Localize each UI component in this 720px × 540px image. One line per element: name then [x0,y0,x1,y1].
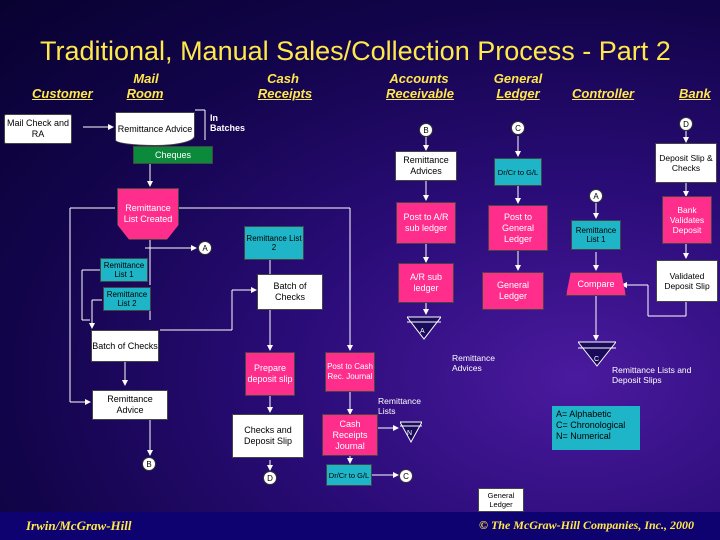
general-ledger-bottom-doc: General Ledger [478,488,524,512]
in-batches-label: In Batches [210,113,246,133]
post-to-general-ledger-process: Post to General Ledger [488,205,548,251]
column-gl-line1: General [493,71,543,86]
bank-validates-deposit-process: Bank Validates Deposit [662,196,712,244]
file-chronological-triangle [578,341,616,367]
connector-a-controller: A [589,189,603,203]
batch-of-checks-mailroom: Batch of Checks [91,330,159,362]
batch-of-checks-cash: Batch of Checks [257,274,323,310]
connector-c-gl: C [511,121,525,135]
cheques-doc: Cheques [133,146,213,164]
checks-and-deposit-slip: Checks and Deposit Slip [232,414,304,458]
column-bank: Bank [679,86,711,101]
column-customer: Customer [32,86,93,101]
footer-publisher: Irwin/McGraw-Hill [26,518,132,533]
connector-b-ar: B [419,123,433,137]
legend: A= Alphabetic C= Chronological N= Numeri… [552,406,640,450]
general-ledger-doc: General Ledger [482,272,544,310]
cash-receipts-journal-doc: Cash Receipts Journal [322,414,378,456]
column-mail-room: Room [126,86,164,101]
column-general-ledger: Ledger [496,86,540,101]
drcr-to-gl-doc: Dr/Cr to G/L [494,158,542,186]
post-to-ar-sub-ledger-process: Post to A/R sub ledger [396,202,456,244]
file-a-label: A [420,328,425,335]
legend-chronological: C= Chronological [556,420,626,430]
remittance-advice-mailroom: Remittance Advice [92,390,168,420]
remittance-lists-label: Remittance Lists [378,396,421,416]
remittance-advices-file-label: Remittance Advices [452,353,495,373]
remittance-list-2-cash: Remittance List 2 [244,226,304,260]
remittance-advices-ar: Remittance Advices [395,151,457,181]
remittance-advice-doc: Remittance Advice [115,112,195,146]
file-n-label: N [407,430,413,437]
column-cash-receipts: Receipts [257,86,313,101]
file-numerical-triangle [400,421,422,444]
column-accounts-receivable: Receivable [386,86,454,101]
file-c-label: C [594,356,600,363]
remittance-list-1-controller: Remittance List 1 [571,220,621,250]
connector-d-cash: D [263,471,277,485]
column-ar-line1: Accounts [389,71,449,86]
connector-b-mailroom: B [142,457,156,471]
file-alphabetic-triangle [407,316,441,340]
drcr-to-gl-cash: Dr/Cr to G/L [326,464,372,486]
mail-check-and-ra: Mail Check and RA [4,114,72,144]
connector-c-cash: C [399,469,413,483]
compare-process: Compare [566,272,626,296]
remittance-list-1-doc: Remittance List 1 [100,258,148,282]
footer-copyright: © The McGraw-Hill Companies, Inc., 2000 [479,518,694,532]
legend-numerical: N= Numerical [556,431,611,441]
remittance-lists-deposit-label: Remittance Lists and Deposit Slips [612,365,692,385]
connector-d-bank: D [679,117,693,131]
page-title: Traditional, Manual Sales/Collection Pro… [40,36,671,66]
deposit-slip-and-checks: Deposit Slip & Checks [655,143,717,183]
column-mail-line1: Mail [133,71,159,86]
validated-deposit-slip: Validated Deposit Slip [656,260,718,302]
connector-a-mailroom: A [198,241,212,255]
ar-sub-ledger-doc: A/R sub ledger [398,263,454,303]
prepare-deposit-slip-process: Prepare deposit slip [245,352,295,396]
remittance-list-created-process: Remittance List Created [117,188,179,240]
remittance-list-2-doc: Remittance List 2 [103,287,151,311]
footer: Irwin/McGraw-Hill © The McGraw-Hill Comp… [0,512,720,540]
legend-alphabetic: A= Alphabetic [556,409,612,419]
post-to-cash-rec-journal-process: Post to Cash Rec. Journal [325,352,375,392]
column-controller: Controller [572,86,635,101]
column-cash-line1: Cash [267,71,299,86]
